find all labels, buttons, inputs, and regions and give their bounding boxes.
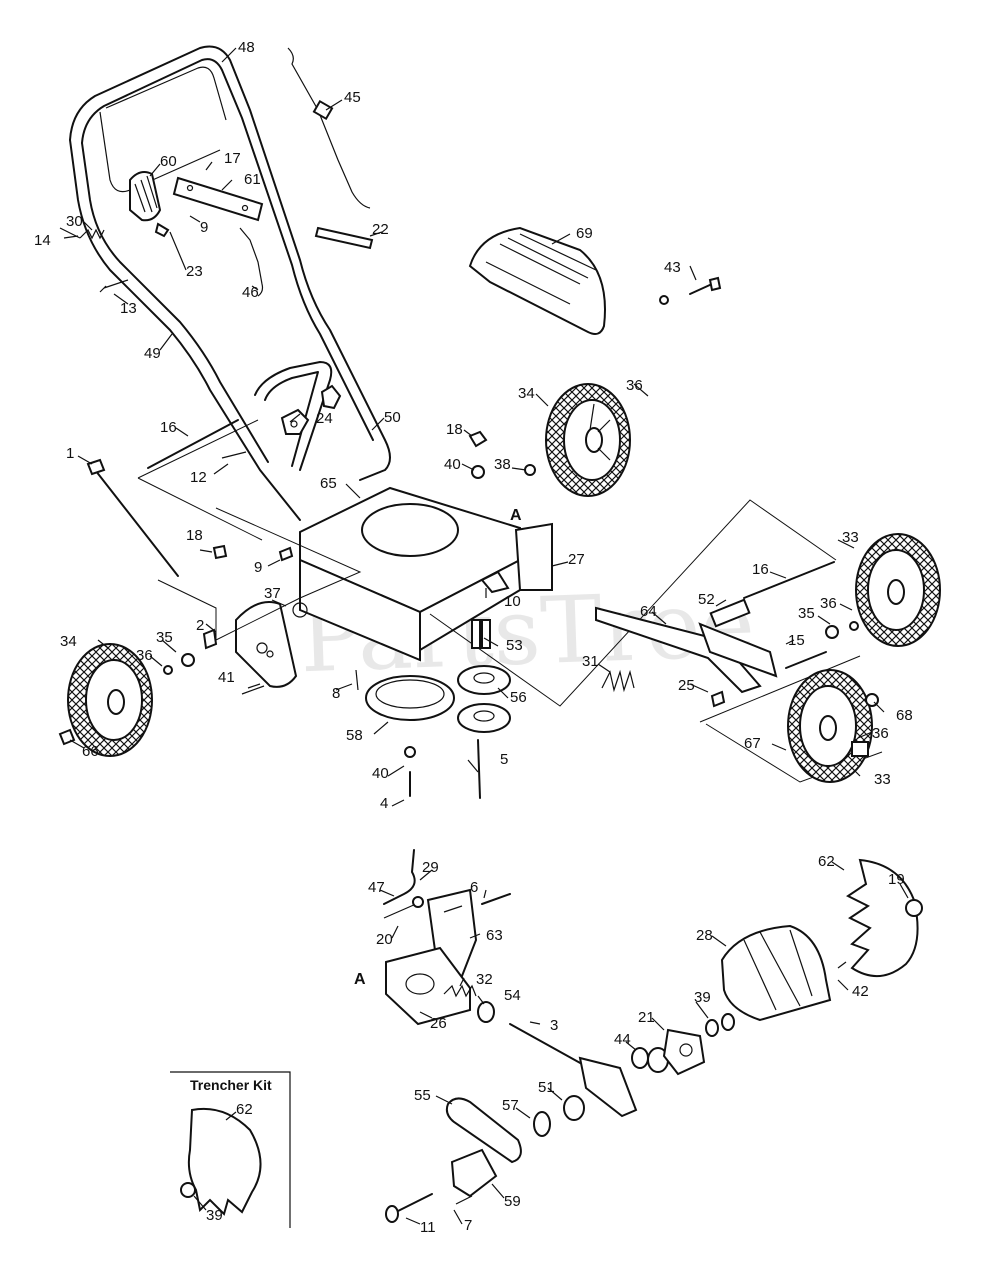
callout-33b: 33 <box>874 771 891 788</box>
callout-9: 9 <box>200 219 208 236</box>
callout-18: 18 <box>446 421 463 438</box>
callout-59: 59 <box>504 1193 521 1210</box>
callout-14: 14 <box>34 232 51 249</box>
callout-7: 7 <box>464 1217 472 1234</box>
callout-24: 24 <box>316 410 333 427</box>
callout-34b: 34 <box>60 633 77 650</box>
callout-32: 32 <box>476 971 493 988</box>
wheel-34-rear <box>545 383 631 497</box>
callout-6: 6 <box>470 879 478 896</box>
callout-47: 47 <box>368 879 385 896</box>
callout-34: 34 <box>518 385 535 402</box>
callout-25: 25 <box>678 677 695 694</box>
callout-31: 31 <box>582 653 599 670</box>
callout-43: 43 <box>664 259 681 276</box>
callout-20: 20 <box>376 931 393 948</box>
callout-68: 68 <box>896 707 913 724</box>
callout-53: 53 <box>506 637 523 654</box>
callout-67: 67 <box>744 735 761 752</box>
callout-56: 56 <box>510 689 527 706</box>
callout-63: 63 <box>486 927 503 944</box>
trencher-kit-title: Trencher Kit <box>190 1077 272 1093</box>
belt-cover-69 <box>468 226 606 335</box>
callout-21: 21 <box>638 1009 655 1026</box>
callout-55: 55 <box>414 1087 431 1104</box>
callout-10: 10 <box>504 593 521 610</box>
callout-40: 40 <box>444 456 461 473</box>
callout-36b: 36 <box>136 647 153 664</box>
callout-62: 62 <box>818 853 835 870</box>
callout-9b: 9 <box>254 559 262 576</box>
callout-65: 65 <box>320 475 337 492</box>
ref-marker-a-lower: A <box>354 971 366 988</box>
callout-23: 23 <box>186 263 203 280</box>
callout-64: 64 <box>640 603 657 620</box>
callout-16b: 16 <box>752 561 769 578</box>
handle-assembly <box>59 45 391 577</box>
callout-42: 42 <box>852 983 869 1000</box>
callout-18b: 18 <box>186 527 203 544</box>
callout-29: 29 <box>422 859 439 876</box>
callout-19: 19 <box>888 871 905 888</box>
callout-15: 15 <box>788 632 805 649</box>
callout-13: 13 <box>120 300 137 317</box>
leader-lines <box>63 47 909 1225</box>
callout-36: 36 <box>626 377 643 394</box>
wheel-34-left <box>67 643 153 757</box>
callout-22: 22 <box>372 221 389 238</box>
callout-52: 52 <box>698 591 715 608</box>
callout-69: 69 <box>576 225 593 242</box>
callout-35: 35 <box>156 629 173 646</box>
callout-30: 30 <box>66 213 83 230</box>
hardware <box>58 276 879 799</box>
callout-36c: 36 <box>820 595 837 612</box>
callout-61: 61 <box>244 171 261 188</box>
callout-58: 58 <box>346 727 363 744</box>
callout-2: 2 <box>196 617 204 634</box>
callout-4: 4 <box>380 795 388 812</box>
wheel-33-lower <box>787 669 873 783</box>
callout-37: 37 <box>264 585 281 602</box>
callout-66: 66 <box>82 743 99 760</box>
callout-11: 11 <box>420 1219 436 1236</box>
callout-8: 8 <box>332 685 340 702</box>
callout-45: 45 <box>344 89 361 106</box>
callout-50: 50 <box>384 409 401 426</box>
callout-54: 54 <box>504 987 521 1004</box>
callout-40b: 40 <box>372 765 389 782</box>
blade-housing-assembly <box>383 849 923 1223</box>
callout-39: 39 <box>694 989 711 1006</box>
callout-35b: 35 <box>798 605 815 622</box>
callout-57: 57 <box>502 1097 519 1114</box>
callout-1: 1 <box>66 445 74 462</box>
callout-44: 44 <box>614 1031 631 1048</box>
callout-3: 3 <box>550 1017 558 1034</box>
callout-41: 41 <box>218 669 235 686</box>
callout-16: 16 <box>160 419 177 436</box>
callout-49: 49 <box>144 345 161 362</box>
callout-5: 5 <box>500 751 508 768</box>
callout-39b: 39 <box>206 1207 223 1224</box>
callout-38: 38 <box>494 456 511 473</box>
callout-46: 46 <box>242 284 259 301</box>
callout-labels: 48 45 60 17 61 30 14 9 22 23 13 46 69 49… <box>34 39 913 1236</box>
trencher-kit-box <box>170 1071 291 1228</box>
callout-62b: 62 <box>236 1101 253 1118</box>
callout-26: 26 <box>430 1015 447 1032</box>
callout-12: 12 <box>190 469 207 486</box>
wheel-33-upper <box>855 533 941 647</box>
callout-17: 17 <box>224 150 241 167</box>
callout-48: 48 <box>238 39 255 56</box>
callout-33: 33 <box>842 529 859 546</box>
callout-27: 27 <box>568 551 585 568</box>
ref-marker-a-upper: A <box>510 507 522 524</box>
callout-36d: 36 <box>872 725 889 742</box>
callout-51: 51 <box>538 1079 555 1096</box>
callout-28: 28 <box>696 927 713 944</box>
callout-60: 60 <box>160 153 177 170</box>
